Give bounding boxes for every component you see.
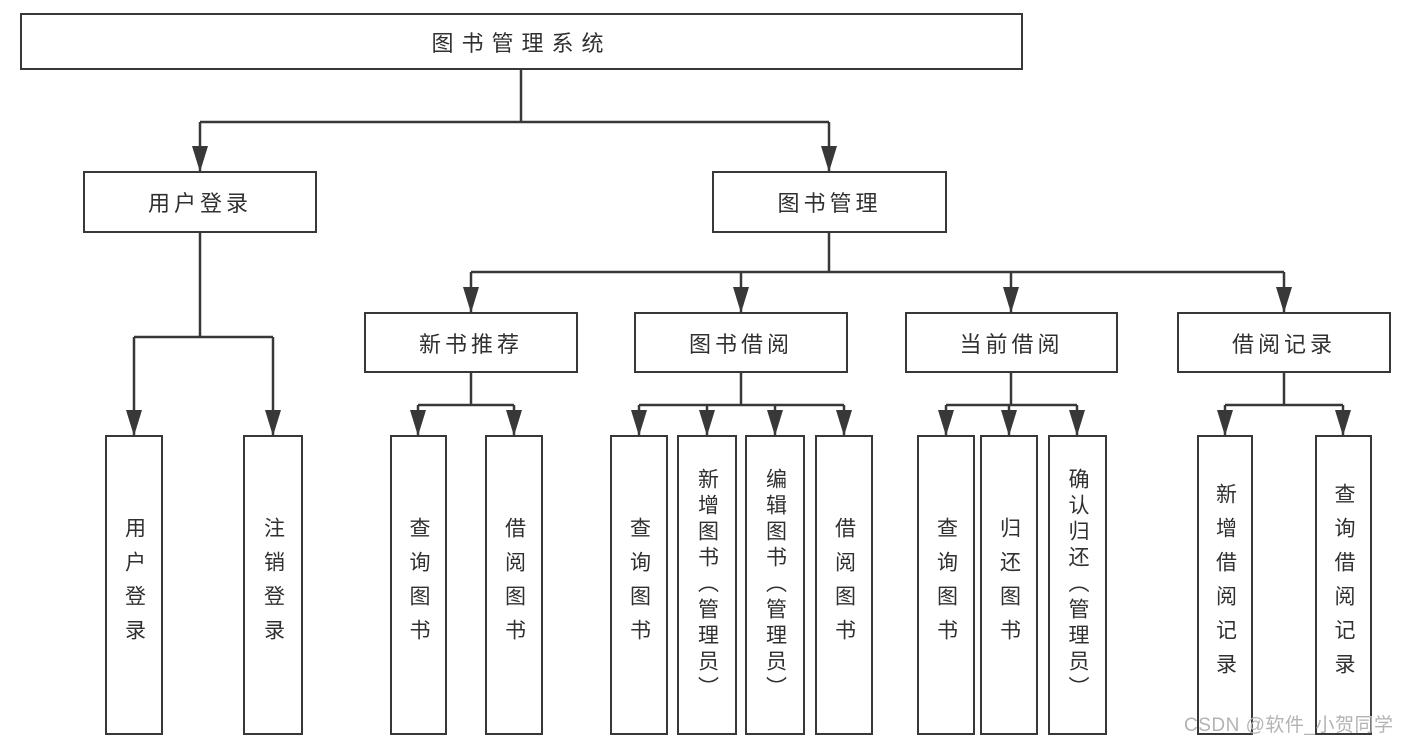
leaf-cb-query-books: 查询图书 [917, 435, 975, 735]
leaf-br-query-record-label: 查询借阅记录 [1332, 483, 1355, 687]
leaf-cb-query-books-label: 查询图书 [934, 517, 958, 653]
leaf-logout-label: 注销登录 [261, 517, 285, 653]
leaf-bb-add-books-admin: 新增图书（管理员） [677, 435, 737, 735]
node-library-management-system: 图书管理系统 [20, 13, 1023, 70]
node-book-borrowing: 图书借阅 [634, 312, 848, 373]
leaf-bb-borrow-books-label: 借阅图书 [832, 517, 856, 653]
leaf-br-query-record: 查询借阅记录 [1315, 435, 1372, 735]
node-user-login: 用户登录 [83, 171, 317, 233]
leaf-nb-borrow-books-label: 借阅图书 [502, 517, 526, 653]
leaf-nb-query-books-label: 查询图书 [407, 517, 430, 653]
node-new-book-recommend: 新书推荐 [364, 312, 578, 373]
leaf-cb-return-books-label: 归还图书 [997, 517, 1021, 653]
connector-book-borrowing-children [639, 373, 844, 407]
leaf-cb-confirm-return-admin-label: 确认归还（管理员） [1066, 468, 1089, 702]
leaf-bb-borrow-books: 借阅图书 [815, 435, 873, 735]
leaf-bb-edit-books-admin: 编辑图书（管理员） [745, 435, 805, 735]
connector-new-book-children [418, 373, 514, 407]
connector-borrow-records-children [1225, 373, 1343, 407]
leaf-user-login: 用户登录 [105, 435, 163, 735]
connector-current-borrowing-children [946, 373, 1077, 407]
leaf-bb-query-books: 查询图书 [610, 435, 668, 735]
leaf-nb-query-books: 查询图书 [390, 435, 447, 735]
leaf-nb-borrow-books: 借阅图书 [485, 435, 543, 735]
connector-root-to-level2 [200, 70, 829, 124]
leaf-br-add-record-label: 新增借阅记录 [1213, 483, 1237, 687]
leaf-cb-return-books: 归还图书 [980, 435, 1038, 735]
leaf-br-add-record: 新增借阅记录 [1197, 435, 1253, 735]
leaf-cb-confirm-return-admin: 确认归还（管理员） [1048, 435, 1107, 735]
leaf-user-login-label: 用户登录 [122, 517, 146, 653]
leaf-bb-edit-books-admin-label: 编辑图书（管理员） [763, 468, 787, 702]
connector-user-login-children [134, 233, 273, 339]
leaf-bb-add-books-admin-label: 新增图书（管理员） [695, 468, 719, 702]
csdn-watermark: CSDN @软件_小贺同学 [1184, 715, 1394, 736]
leaf-logout: 注销登录 [243, 435, 303, 735]
node-current-borrowing: 当前借阅 [905, 312, 1118, 373]
connector-book-management-children [471, 233, 1284, 274]
node-borrow-records: 借阅记录 [1177, 312, 1391, 373]
leaf-bb-query-books-label: 查询图书 [627, 517, 651, 653]
node-book-management: 图书管理 [712, 171, 947, 233]
